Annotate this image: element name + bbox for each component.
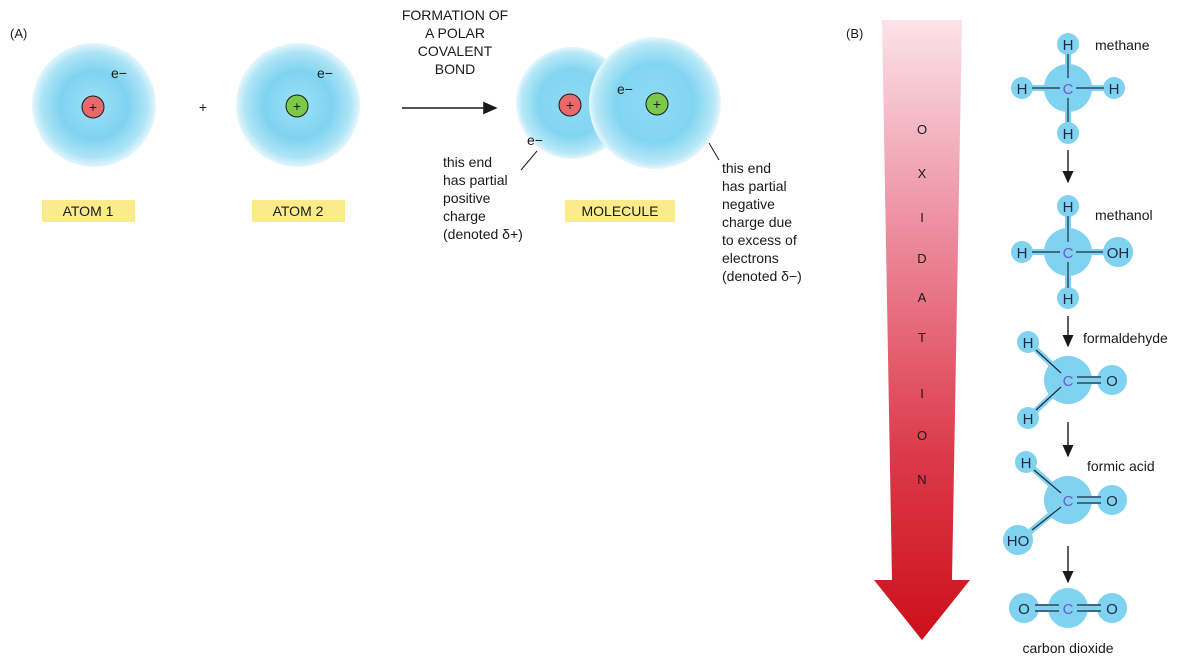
formic-acid-atom-ho: HO xyxy=(1007,533,1030,550)
carbon-dioxide-atom-o-left: O xyxy=(1018,601,1030,618)
neg-note-line-4: charge due xyxy=(722,214,792,230)
methanol-label: methanol xyxy=(1095,207,1153,223)
pos-note-line-2: has partial xyxy=(443,172,508,188)
methanol-atom-h-top: H xyxy=(1063,199,1074,216)
ox-letter-1: O xyxy=(917,122,927,137)
molecule-right-nucleus xyxy=(645,92,669,116)
caption-line-1: FORMATION OF xyxy=(402,7,508,23)
formic-acid-atom-h: H xyxy=(1021,455,1032,472)
methane-label: methane xyxy=(1095,37,1150,53)
molecule-shared-electron: e− xyxy=(617,81,633,97)
bond-formation-caption: FORMATION OF A POLAR COVALENT BOND xyxy=(402,7,508,77)
caption-line-4: BOND xyxy=(435,61,475,77)
methanol-carbon-cloud xyxy=(1044,228,1092,276)
atom-1: + e− xyxy=(32,43,156,167)
methanol-molecule: H H C OH H xyxy=(1011,195,1133,309)
neg-note-line-6: electrons xyxy=(722,250,779,266)
pos-note-line-1: this end xyxy=(443,154,492,170)
neg-note-line-1: this end xyxy=(722,160,771,176)
carbon-dioxide-atom-o-right: O xyxy=(1106,601,1118,618)
panel-b-tag: (B) xyxy=(846,26,863,41)
methanol-atom-h-bottom: H xyxy=(1063,291,1074,308)
formaldehyde-atom-h-bottom: H xyxy=(1023,411,1034,428)
pos-note-line-3: positive xyxy=(443,190,491,206)
methane-atom-h-right: H xyxy=(1109,81,1120,98)
formaldehyde-molecule: H C O H xyxy=(1017,331,1127,429)
ox-letter-6: T xyxy=(918,330,926,345)
oxidation-letters: O X I D A T I O N xyxy=(917,122,927,487)
atom-1-nucleus-charge: + xyxy=(89,99,97,115)
formic-acid-atom-o: O xyxy=(1106,493,1118,510)
carbon-dioxide-label: carbon dioxide xyxy=(1022,640,1113,656)
methane-carbon-cloud xyxy=(1044,64,1092,112)
ox-letter-9: N xyxy=(917,472,926,487)
atom-2-nucleus-charge: + xyxy=(293,98,301,114)
carbon-dioxide-atom-c: C xyxy=(1063,601,1074,618)
ox-letter-8: O xyxy=(917,428,927,443)
atom-1-label-bg xyxy=(42,200,135,222)
neg-note-line-2: has partial xyxy=(722,178,787,194)
negative-end-note: this end has partial negative charge due… xyxy=(722,160,802,284)
methanol-atom-c: C xyxy=(1063,245,1074,262)
atom-2: + e− xyxy=(236,43,360,167)
molecule-label: MOLECULE xyxy=(581,203,658,219)
carbon-dioxide-molecule: O C O xyxy=(1009,588,1127,628)
molecule-label-bg xyxy=(565,200,675,222)
ox-letter-3: I xyxy=(920,210,924,225)
positive-end-note: this end has partial positive charge (de… xyxy=(443,154,523,242)
oxidation-arrow xyxy=(874,20,970,640)
neg-note-line-7: (denoted δ−) xyxy=(722,268,802,284)
formaldehyde-atom-c: C xyxy=(1063,373,1074,390)
methane-atom-h-left: H xyxy=(1017,81,1028,98)
ox-letter-4: D xyxy=(917,251,926,266)
positive-end-leader xyxy=(520,150,538,171)
carbon-dioxide-carbon-cloud xyxy=(1048,588,1088,628)
atom-2-label-bg xyxy=(252,200,345,222)
methane-atom-h-top: H xyxy=(1063,37,1074,54)
formic-acid-label: formic acid xyxy=(1087,458,1155,474)
pos-note-line-4: charge xyxy=(443,208,486,224)
caption-line-3: COVALENT xyxy=(418,43,493,59)
atom-1-label: ATOM 1 xyxy=(63,203,114,219)
methanol-atom-oh: OH xyxy=(1107,245,1130,262)
ox-letter-7: I xyxy=(920,386,924,401)
molecule-right-nucleus-charge: + xyxy=(653,96,661,112)
ox-letter-2: X xyxy=(918,166,927,181)
methane-molecule: H H C H H xyxy=(1011,33,1125,144)
formaldehyde-label: formaldehyde xyxy=(1083,330,1168,346)
methane-atom-h-bottom: H xyxy=(1063,126,1074,143)
molecule-left-electron: e− xyxy=(527,132,543,148)
negative-end-leader xyxy=(708,142,720,161)
formaldehyde-atom-h-top: H xyxy=(1023,335,1034,352)
formic-acid-atom-c: C xyxy=(1063,493,1074,510)
plus-sign: + xyxy=(199,99,207,115)
formaldehyde-atom-o: O xyxy=(1106,373,1118,390)
caption-line-2: A POLAR xyxy=(425,25,485,41)
molecule-left-nucleus xyxy=(558,93,582,117)
molecule: + + e− e− xyxy=(516,37,721,169)
atom-1-electron: e− xyxy=(111,65,127,81)
neg-note-line-3: negative xyxy=(722,196,775,212)
atom-1-nucleus xyxy=(81,95,105,119)
formic-acid-molecule: H C O HO xyxy=(1003,451,1127,555)
molecule-left-nucleus-charge: + xyxy=(566,97,574,113)
pos-note-line-5: (denoted δ+) xyxy=(443,226,523,242)
ox-letter-5: A xyxy=(918,290,927,305)
methanol-atom-h-left: H xyxy=(1017,245,1028,262)
panel-a-tag: (A) xyxy=(10,26,27,41)
atom-2-electron: e− xyxy=(317,65,333,81)
methane-atom-c: C xyxy=(1063,81,1074,98)
neg-note-line-5: to excess of xyxy=(722,232,797,248)
atom-2-nucleus xyxy=(285,94,309,118)
atom-2-label: ATOM 2 xyxy=(273,203,324,219)
